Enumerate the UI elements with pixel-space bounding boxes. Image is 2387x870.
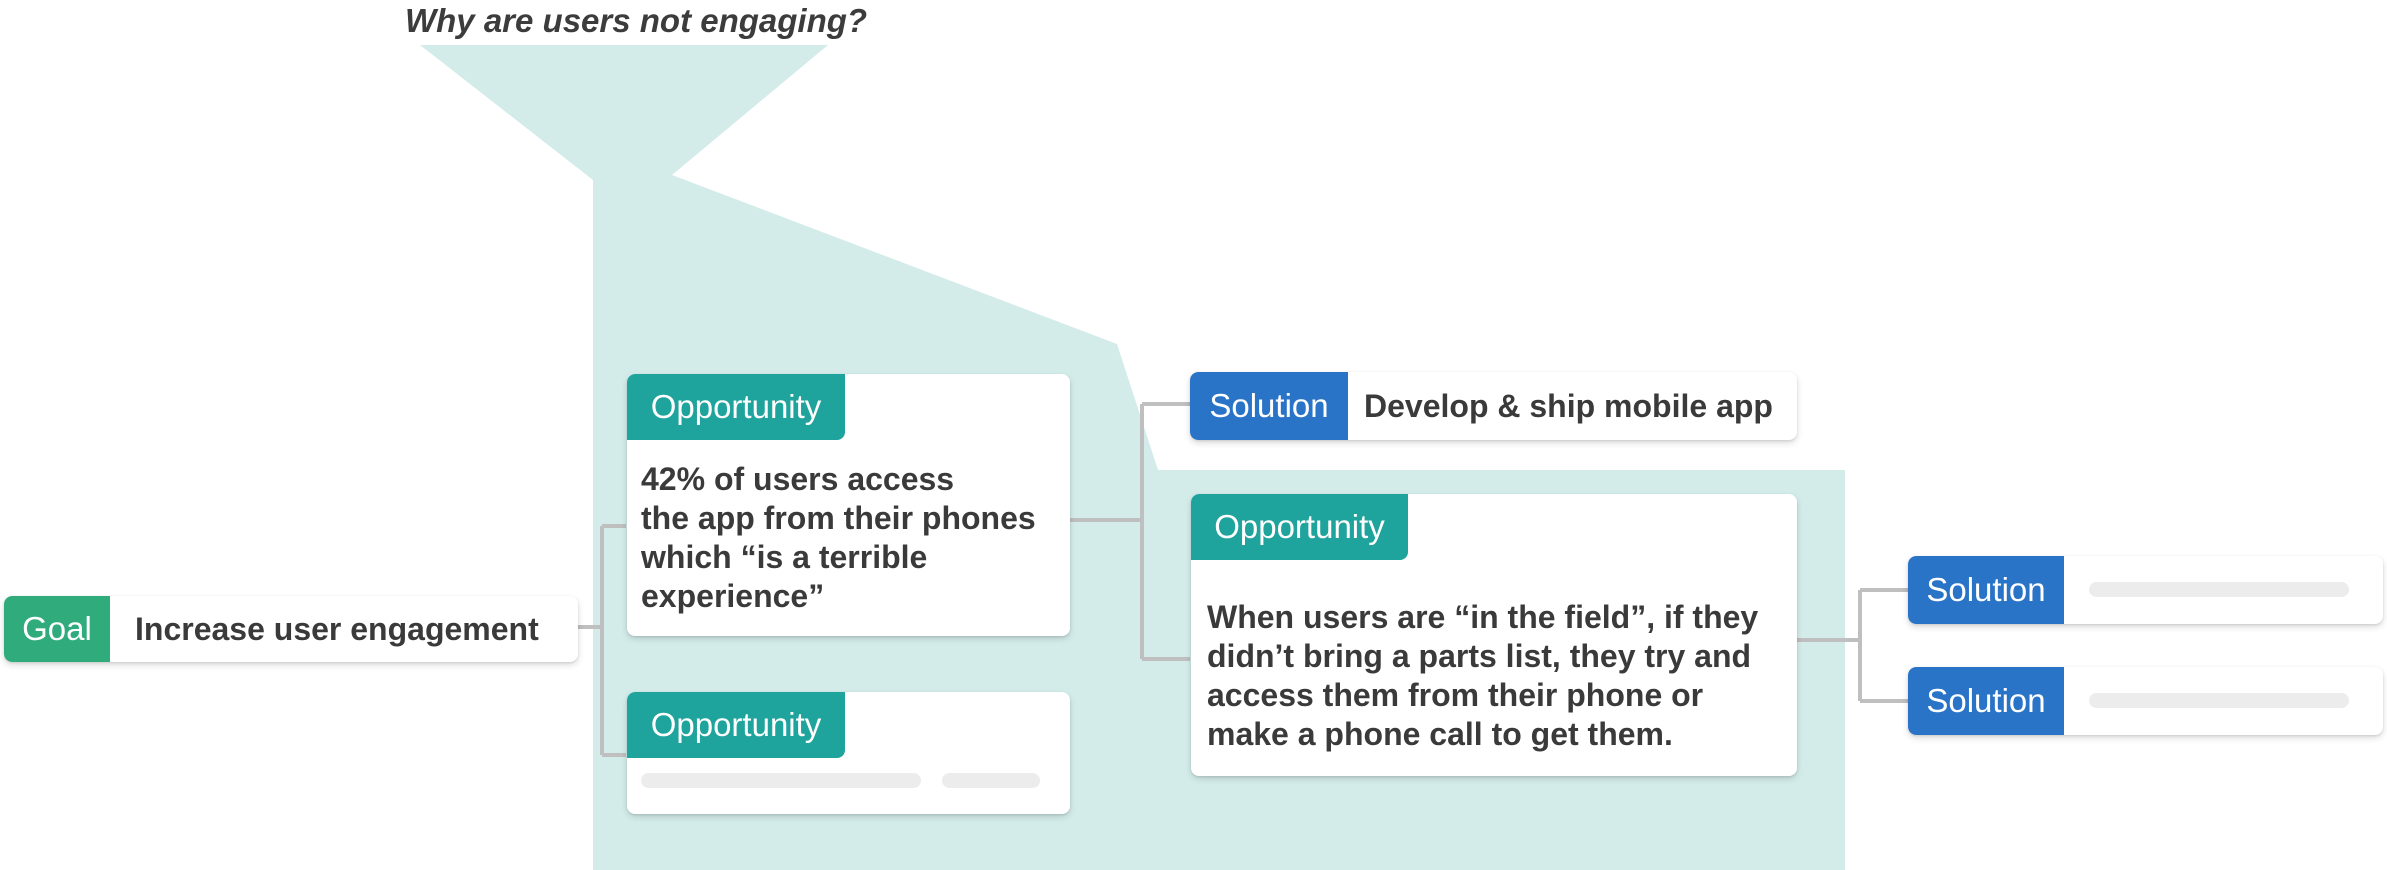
- solution-tag: Solution: [1908, 556, 2064, 624]
- connector-opportunity-solutions: [1070, 402, 1190, 661]
- solution-card-empty[interactable]: Solution: [1908, 667, 2383, 735]
- opportunity-card[interactable]: Opportunity 42% of users access the app …: [627, 374, 1070, 636]
- solution-text: Develop & ship mobile app: [1364, 387, 1773, 424]
- solution-card-empty[interactable]: Solution: [1908, 556, 2383, 624]
- connector-goal-opportunities: [578, 524, 626, 757]
- goal-text: Increase user engagement: [135, 610, 539, 647]
- text-placeholder-bar: [641, 773, 921, 788]
- question-title: Why are users not engaging?: [405, 2, 868, 39]
- text-placeholder-bar: [2089, 582, 2349, 597]
- text-placeholder-bar: [942, 773, 1040, 788]
- solution-card[interactable]: Solution Develop & ship mobile app: [1190, 372, 1797, 440]
- goal-card[interactable]: Goal Increase user engagement: [4, 596, 578, 662]
- opportunity-tag: Opportunity: [627, 692, 845, 758]
- solution-tag: Solution: [1190, 372, 1348, 440]
- opportunity-text: 42% of users access the app from their p…: [641, 461, 1036, 614]
- opportunity-card-empty[interactable]: Opportunity: [627, 692, 1070, 814]
- opportunity-card[interactable]: Opportunity When users are “in the field…: [1191, 494, 1797, 776]
- connector-opportunity-subsolutions: [1797, 588, 1908, 703]
- opportunity-tag: Opportunity: [627, 374, 845, 440]
- opportunity-text: When users are “in the field”, if they d…: [1207, 599, 1759, 752]
- solution-tag: Solution: [1908, 667, 2064, 735]
- text-placeholder-bar: [2089, 693, 2349, 708]
- goal-tag: Goal: [4, 596, 110, 662]
- opportunity-tag: Opportunity: [1191, 494, 1408, 560]
